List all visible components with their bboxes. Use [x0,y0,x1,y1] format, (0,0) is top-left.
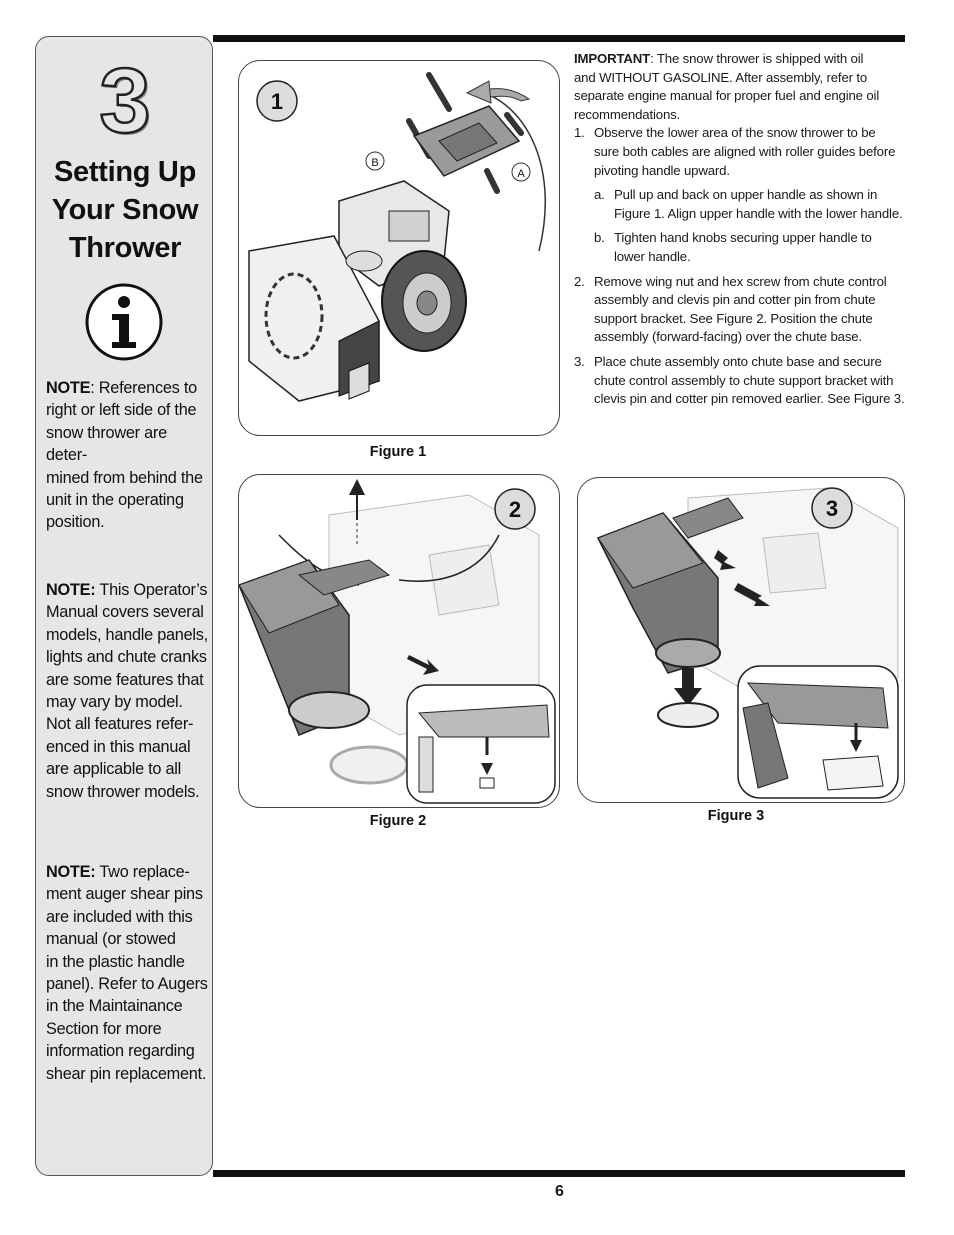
top-rule [213,35,905,42]
figure-3-caption: Figure 3 [707,808,765,824]
instructions-text: IMPORTANT: The snow thrower is shipped w… [574,50,909,409]
snow-thrower-illustration: 1 B A [248,72,546,402]
svg-text:3: 3 [826,496,838,521]
step-1b: b. Tighten hand knobs securing upper han… [594,230,872,264]
chapter-number: 3 [98,50,152,152]
figure-3-illustration: 3 [577,477,905,803]
figure-1-caption: Figure 1 [369,444,427,460]
chute-install-illustration: 3 [596,487,899,799]
important-paragraph: IMPORTANT: The snow thrower is shipped w… [574,51,880,122]
sidebar-panel: 3 Setting Up Your Snow Thrower NOTE: Ref… [35,36,213,1176]
step-3: 3. Place chute assembly onto chute base … [574,353,905,407]
note-models: NOTE: This Operator’s Manual covers seve… [46,581,208,801]
step-1a: a. Pull up and back on upper handle as s… [594,187,903,221]
svg-text:1: 1 [271,89,283,114]
bottom-rule [213,1170,905,1177]
svg-text:B: B [371,157,378,169]
page-number: 6 [555,1183,564,1200]
chute-removal-illustration: 2 [239,479,556,804]
figure-2-illustration: 2 [238,474,560,808]
figure-1-illustration: 1 B A [238,60,560,436]
svg-text:A: A [517,168,525,180]
step-1: 1. Observe the lower area of the snow th… [574,125,896,178]
note-shear-pins: NOTE: Two replace- ment auger shear pins… [46,863,208,1083]
svg-text:2: 2 [509,497,521,522]
section-title: Setting Up Your Snow Thrower [51,156,199,264]
note-left-right: NOTE: References to right or left side o… [46,379,203,532]
figure-2-caption: Figure 2 [369,813,427,829]
info-icon [85,283,163,361]
step-2: 2. Remove wing nut and hex screw from ch… [574,273,887,345]
